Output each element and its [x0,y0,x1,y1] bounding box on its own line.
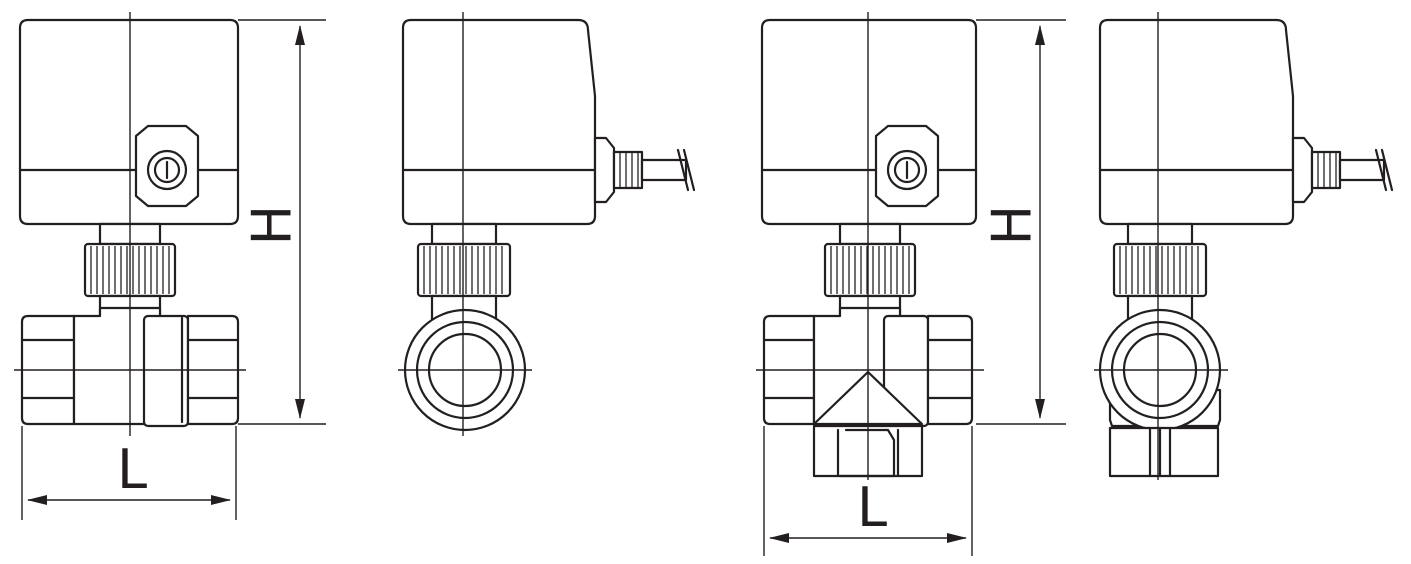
three-way-valve-side-view [1094,12,1394,480]
dimensions-view-3: H L [763,19,1066,556]
two-way-valve-side-view [398,12,696,436]
length-label: L [117,438,147,501]
two-way-valve-front-view [14,12,246,436]
override-knob-inner [153,156,181,184]
actuator-housing [18,18,240,226]
three-way-valve-front-view [756,12,984,480]
body-center [72,306,162,426]
cable-gland [593,136,616,204]
bottom-port-side [1108,426,1220,478]
cable [640,158,688,182]
actuator-housing-3way [760,18,978,226]
dimensions-view-1: H L [21,19,326,520]
knurl-lines [90,246,170,294]
length-label-3way: L [857,476,887,539]
height-label-3way: H [981,205,1044,246]
height-label: H [241,205,304,246]
override-knob-outer [146,149,188,191]
actuator-housing-side [401,18,597,226]
